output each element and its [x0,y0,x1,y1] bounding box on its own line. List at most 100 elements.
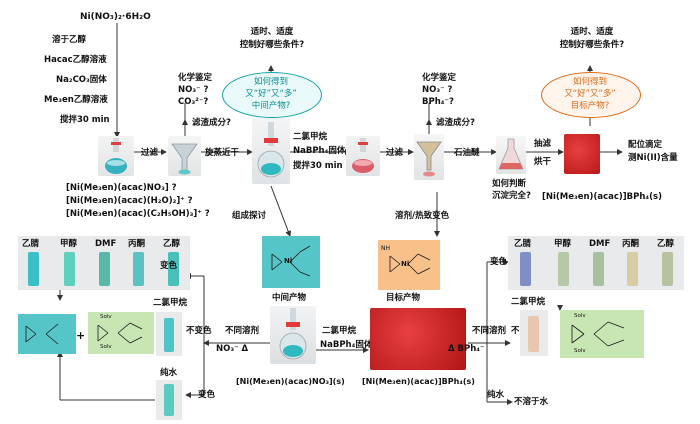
target-label: 目标产物 [386,293,421,303]
ellipse2-line2: 又“好”又“多” [564,89,616,99]
reagent-step-1: 溶于乙醇 [52,35,87,45]
residue-question-1: 滤渣成分? [192,118,231,128]
photo-red-solid-1 [564,134,600,174]
reagent-step-3: Na₂CO₃固体 [56,75,107,85]
tube-left-acetonitrile [28,252,39,286]
diff-solvent-right: 不同溶剂 [472,326,507,336]
step-nabph4: NaBPh₄固体 [293,146,346,156]
reagent-step-2: Hacac乙醇溶液 [44,55,107,65]
dcm-tube-right-label: 二氯甲烷 [511,297,546,307]
color-change-right: 变色 [490,257,508,267]
step-filter-2: 过滤 [386,148,404,158]
flask-bottom-icon [279,308,307,360]
left-green-solv-bottom: Solv [100,344,112,350]
tube-left-methanol [64,252,75,286]
diff-solvent-left: 不同溶剂 [225,326,260,336]
ellipse2-line3: 目标产物? [570,101,610,111]
chem-id-2-title: 化学鉴定 [422,73,457,83]
int-product-formula: [Ni(Me₃en)(acac)NO₃](s) [236,377,345,386]
left-structure-teal [18,314,76,354]
ellipse-intermediate-question [222,72,322,118]
solvent-right-5: 乙醇 [657,239,675,249]
target-structure-icon [389,253,431,275]
titration-line-1: 配位滴定 [628,140,663,150]
target-product-label: [Ni(Me₃en)(acac)]BPh₄(s) [542,192,662,202]
ellipse1-line3: 中间产物? [251,101,291,111]
mid-dcm: 二氯甲烷 [322,326,357,336]
step-evaporate: 旋蒸近干 [205,148,240,158]
target-ni-text: Ni [401,260,410,268]
left-teal-structure-icon [25,323,59,345]
flask-1-icon [105,138,127,174]
photo-funnel-2 [414,134,444,180]
chem-id-1-title: 化学鉴定 [178,73,213,83]
dcm-tube-right [528,316,539,352]
photo-red-solid-2 [370,308,466,370]
ellipse1-line1: 如何得到 [253,77,288,87]
step-filter-1: 过滤 [141,148,159,158]
insoluble-label: 不溶于水 [514,397,549,407]
flask-3-icon [352,138,374,173]
condition-q2-line1: 适时、适度 [570,27,614,37]
tube-right-acetonitrile [520,252,531,286]
chem-id-1-co3: CO₃²⁻? [178,97,209,107]
solvent-left-5: 乙醇 [163,239,181,249]
mid-nabph4: NaBPh₄固体 [320,340,373,350]
left-structure-green: Solv Solv [88,312,154,354]
chem-id-2-bph4: BPh₄⁻? [422,97,454,107]
target-structure-box: Ni NH [378,240,440,290]
flask-2-icon [257,122,285,178]
solvent-left-4: 丙酮 [128,239,146,249]
funnel-2-icon [416,141,442,177]
reagent-start: Ni(NO₃)₂·6H₂O [80,12,151,22]
solvent-left-1: 乙腈 [22,239,40,249]
conical-flask-icon [498,138,524,170]
left-green-structure-icon [97,322,143,344]
tube-right-ethanol [662,252,673,286]
solvent-right-2: 甲醇 [554,239,572,249]
condition-q1-line1: 适时、适度 [250,27,294,37]
intermediate-label: 中间产物 [272,293,307,303]
reagent-step-4: Me₃en乙醇溶液 [44,95,108,105]
judge-line1: 如何判断 [492,179,527,189]
water-tube-label: 纯水 [160,368,178,378]
judge-line2: 沉淀完全? [492,191,531,201]
water-right: 纯水 [487,390,505,400]
residue-question-2: 滤渣成分? [436,118,475,128]
right-green-structure-icon [571,321,625,347]
intermediate-ni-text: Ni [284,257,293,265]
tgt-product-formula: [Ni(Me₃en)(acac)]BPh₄(s) [362,377,475,386]
species-2: [Ni(Me₃en)(acac)(H₂O)₂]⁺ ? [66,196,193,206]
funnel-1-icon [171,143,198,175]
species-1: [Ni(Me₃en)(acac)NO₃] ? [66,183,177,193]
tube-right-methanol [558,252,569,286]
photo-flask-bottom [270,306,316,364]
color-change-top-left: 变色 [160,261,178,271]
right-structure-green: Solv Solv [560,310,644,358]
target-nh-text: NH [381,245,390,252]
solvent-left-2: 甲醇 [60,239,78,249]
step-ether: 石油醚 [454,148,480,158]
plus-sign: + [76,329,86,342]
dcm-tube-label: 二氯甲烷 [153,298,188,308]
tube-left-dmf [99,252,110,286]
right-green-solv-bottom: Solv [574,348,586,354]
condition-q1-line2: 控制好哪些条件? [239,40,305,50]
ellipse2-line1: 如何得到 [572,77,607,87]
photo-flask-1 [98,136,134,176]
intermediate-structure-box: Ni [262,236,320,288]
dcm-tube [164,318,174,352]
right-green-solv-top: Solv [574,313,586,319]
tube-right-dmf [593,252,604,286]
ellipse-target-question [541,72,641,118]
step-stir: 搅拌30 min [293,161,343,171]
step-suction: 抽滤 [534,139,552,149]
ellipse1-line2: 又“好”又“多” [245,89,297,99]
solvent-right-1: 乙腈 [514,239,532,249]
titration-line-2: 测Ni(II)含量 [628,153,678,163]
color-change-bottom-left: 变色 [198,390,216,400]
no-change-left: 不变色 [186,326,212,336]
solvent-left-3: DMF [95,239,117,249]
step-dcm: 二氯甲烷 [293,132,328,142]
chem-id-1-no3: NO₃⁻ ? [178,85,209,95]
